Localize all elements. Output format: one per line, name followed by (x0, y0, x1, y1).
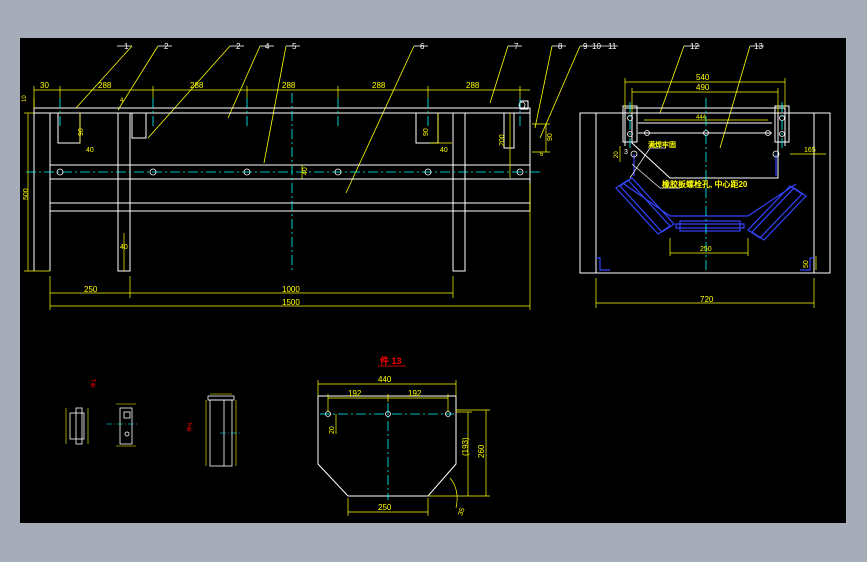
dim-90-left: 90 (78, 128, 85, 136)
detail-dim-440: 440 (378, 375, 392, 384)
dim-165: 165 (804, 147, 816, 154)
balloon-11: 11 (608, 42, 617, 51)
balloon-9: 9 (583, 42, 588, 51)
dim-540: 540 (696, 73, 710, 82)
detail-dim-193: (193) (461, 437, 470, 456)
dim-90-right: 90 (423, 128, 430, 136)
balloon-6: 6 (420, 42, 425, 51)
dim-40-right: 40 (440, 147, 448, 154)
dim-40-mid: 40 (302, 167, 309, 175)
detail-dim-20: 20 (329, 426, 336, 434)
dim-40-bottom: 40 (120, 244, 128, 251)
detail-dim-192-right: 192 (408, 389, 422, 398)
side-view[interactable]: 540 490 444 165 20 3 250 720 50 满焊牢固 橡胶板… (579, 73, 831, 308)
balloon-2: 2 (164, 42, 169, 51)
balloon-8: 8 (558, 42, 563, 51)
dim-10: 10 (22, 95, 28, 102)
note-hole: 橡胶板螺栓孔, 中心距20 (662, 179, 748, 189)
dim-490: 490 (696, 83, 710, 92)
balloon-1: 1 (124, 42, 129, 51)
dim-288-2: 288 (190, 81, 204, 90)
balloon-10: 10 (592, 42, 601, 51)
balloon-13: 13 (754, 42, 763, 51)
drawing-canvas[interactable]: 1 2 2 4 5 6 7 8 9 10 11 12 13 (20, 38, 846, 523)
note-weld: 满焊牢固 (648, 140, 676, 149)
dim-288-3: 288 (282, 81, 296, 90)
detail-dim-35: 35 (457, 507, 466, 517)
balloon-5: 5 (292, 42, 297, 51)
detail-dim-260: 260 (477, 444, 486, 458)
balloon-2b: 2 (236, 42, 241, 51)
balloon-12: 12 (690, 42, 699, 51)
balloon-leaders (75, 45, 764, 194)
detail-dim-192-left: 192 (348, 389, 362, 398)
dim-40-left: 40 (86, 147, 94, 154)
dim-4: 4 (120, 98, 124, 104)
detail-part-13[interactable]: 件 13 (317, 355, 490, 517)
dim-1000: 1000 (282, 285, 300, 294)
small-part-4[interactable]: 件4 (186, 393, 240, 467)
dim-3: 3 (624, 149, 628, 156)
front-view[interactable]: 30 288 288 288 288 288 10 500 90 90 40 4… (22, 81, 554, 310)
dim-20: 20 (614, 151, 620, 158)
dim-50: 50 (803, 260, 810, 268)
dim-250: 250 (84, 285, 98, 294)
dim-288-1: 288 (98, 81, 112, 90)
balloon-4: 4 (265, 42, 270, 51)
dim-288-5: 288 (466, 81, 480, 90)
detail-title: 件 13 (380, 355, 402, 366)
dim-200: 200 (499, 134, 506, 146)
drawing-svg: 1 2 2 4 5 6 7 8 9 10 11 12 13 (22, 42, 831, 517)
dim-90-side: 90 (547, 133, 554, 141)
dim-500: 500 (23, 188, 30, 200)
dim-444: 444 (696, 115, 707, 121)
dim-1500: 1500 (282, 298, 300, 307)
small-part-1[interactable]: 件1 (65, 378, 138, 447)
balloon-7: 7 (514, 42, 519, 51)
dim-30: 30 (40, 81, 49, 90)
dim-288-4: 288 (372, 81, 386, 90)
label-part-4: 件4 (186, 422, 194, 432)
dim-6: 6 (540, 152, 544, 158)
label-part-1: 件1 (90, 378, 98, 388)
detail-dim-250: 250 (378, 503, 392, 512)
dim-250: 250 (700, 246, 712, 253)
idler-rollers (596, 154, 814, 271)
balloon-labels: 1 2 2 4 5 6 7 8 9 10 11 12 13 (124, 42, 763, 51)
dim-720: 720 (700, 295, 714, 304)
